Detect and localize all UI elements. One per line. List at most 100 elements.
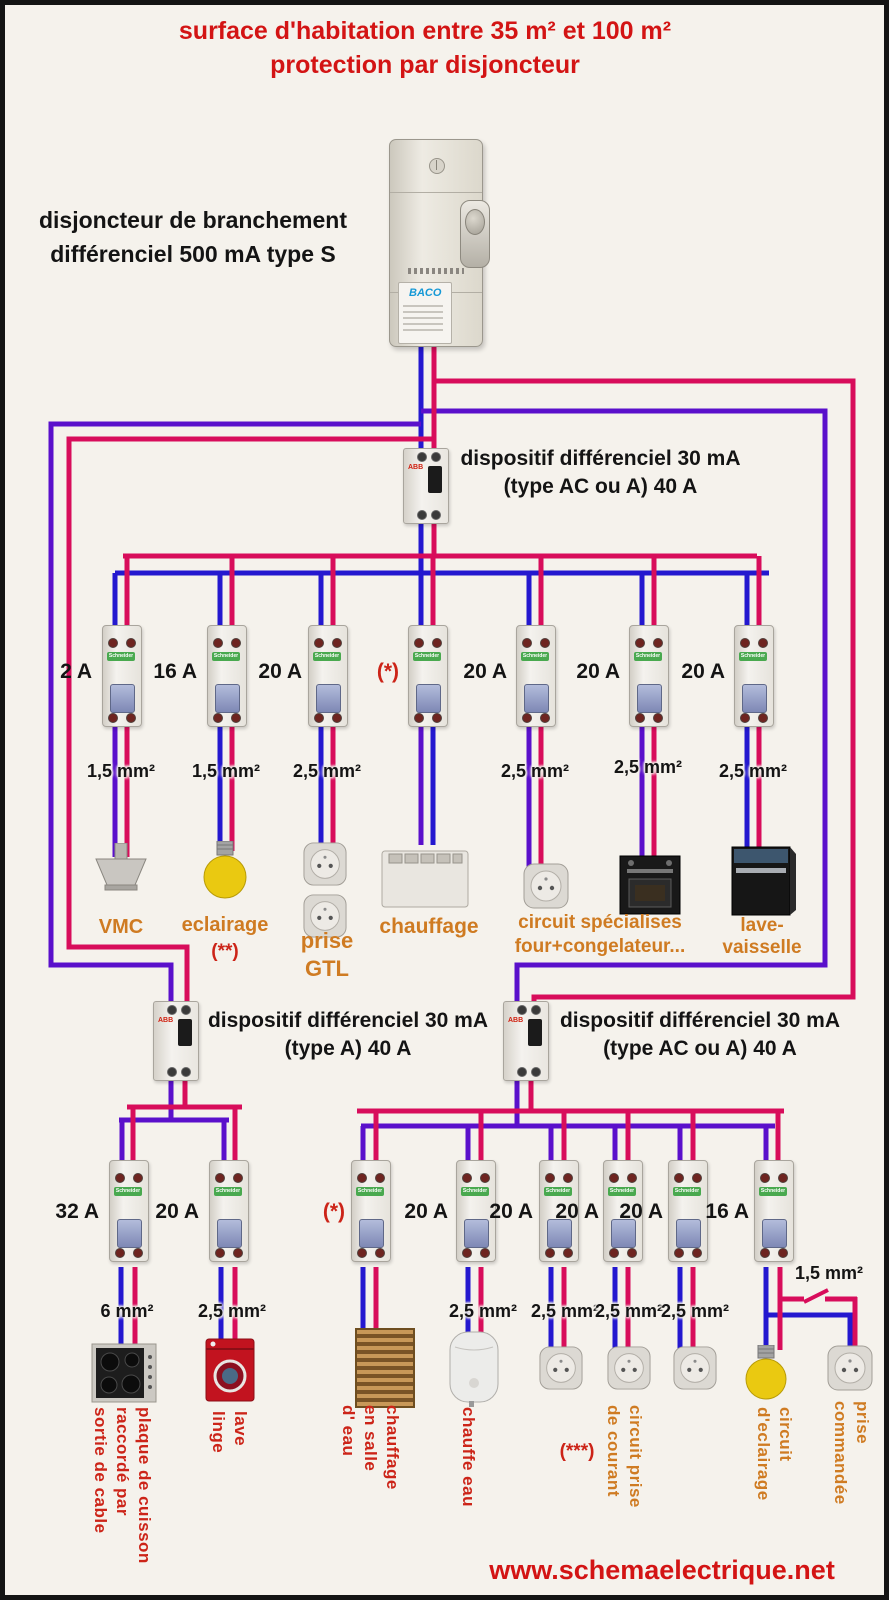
circuit-breaker: Schneider	[209, 1160, 249, 1262]
brand-stripe: Schneider	[461, 1187, 489, 1196]
amp-rating: 16 A	[705, 1200, 749, 1223]
brand-stripe: Schneider	[759, 1187, 787, 1196]
website-link[interactable]: www.schemaelectrique.net	[489, 1555, 835, 1585]
brand-stripe: Schneider	[313, 652, 341, 661]
terminal	[181, 1067, 191, 1077]
terminal	[357, 1248, 367, 1258]
brand-stripe: Schneider	[521, 652, 549, 661]
dd3-label-line2: (type AC ou A) 40 A	[603, 1037, 797, 1060]
circuit-label-plaque-cuisson: plaque de cuisson raccordé par sortie de…	[89, 1407, 155, 1564]
label-line: plaque de cuisson	[135, 1407, 154, 1564]
terminal	[692, 1248, 702, 1258]
terminal	[167, 1067, 177, 1077]
brand-stripe: Schneider	[413, 652, 441, 661]
terminal	[740, 713, 750, 723]
differential-switch-1: ABB	[403, 448, 449, 524]
terminal	[740, 638, 750, 648]
terminal	[417, 452, 427, 462]
amp-rating: 20 A	[555, 1200, 599, 1223]
brand-stripe: Schneider	[107, 652, 135, 661]
main-breaker-handle	[460, 200, 490, 268]
label-line: linge	[209, 1411, 228, 1454]
towel-radiator-icon	[355, 1328, 415, 1408]
main-breaker-label: disjoncteur de branchement différenciel …	[7, 203, 379, 271]
heater-panel-icon	[381, 848, 469, 915]
wire-size-label: 2,5 mm²	[530, 1301, 600, 1321]
label-line: chauffe eau	[459, 1407, 478, 1507]
circuit-breaker: Schneider	[456, 1160, 496, 1262]
circuit-breaker: Schneider	[668, 1160, 708, 1262]
circuit-breaker: Schneider	[308, 625, 348, 727]
label-line: vaisselle	[722, 937, 802, 958]
breaker-lever	[742, 684, 767, 713]
socket-icon	[539, 1345, 583, 1396]
label-line: lave	[231, 1411, 250, 1447]
panel-seam	[390, 192, 482, 193]
terminal	[531, 1067, 541, 1077]
terminal	[653, 713, 663, 723]
terminal	[314, 713, 324, 723]
wire-size-label-switched: 1,5 mm²	[794, 1263, 864, 1283]
terminal	[133, 1173, 143, 1183]
label-line: sortie de cable	[91, 1407, 110, 1534]
terminal	[357, 1173, 367, 1183]
brand-logo: BACO	[409, 287, 442, 299]
terminal	[314, 638, 324, 648]
terminal	[653, 638, 663, 648]
terminal	[563, 1173, 573, 1183]
label-line: raccordé par	[113, 1407, 132, 1516]
breaker-lever	[637, 684, 662, 713]
vent-slots	[408, 268, 464, 274]
brand-stripe: Schneider	[608, 1187, 636, 1196]
circuit-label-lave-linge: lave linge	[207, 1411, 251, 1453]
circuit-label-prise-commandee: prise commandée	[829, 1401, 873, 1505]
amp-rating-note: (*)	[322, 1200, 345, 1223]
terminal	[760, 1173, 770, 1183]
terminal	[332, 638, 342, 648]
bulb-icon	[745, 1344, 787, 1406]
label-line: chauffage	[383, 1405, 402, 1490]
brand-stripe: Schneider	[114, 1187, 142, 1196]
socket-icon	[827, 1345, 873, 1396]
main-breaker-label-line1: disjoncteur de branchement	[38, 207, 347, 233]
terminal	[115, 1173, 125, 1183]
circuit-breaker: Schneider	[629, 625, 669, 727]
toggle-lever	[428, 466, 442, 493]
label-line: lave-	[740, 915, 784, 936]
note-prises: (***)	[559, 1441, 595, 1462]
label-line: d' eau	[339, 1405, 358, 1457]
water-heater-icon	[447, 1331, 501, 1412]
terminal	[108, 638, 118, 648]
wiring-layer	[48, 345, 858, 1350]
brand-stripe: Schneider	[673, 1187, 701, 1196]
wire-size-label: 2,5 mm²	[613, 757, 683, 777]
terminal	[167, 1005, 177, 1015]
label-line: prise	[853, 1401, 872, 1445]
terminal	[522, 638, 532, 648]
breaker-lever	[762, 1219, 787, 1248]
circuit-label-chauffage: chauffage	[379, 915, 479, 938]
brand-logo: ABB	[508, 1017, 524, 1024]
terminal	[233, 1248, 243, 1258]
breaker-lever	[215, 684, 240, 713]
breaker-lever	[110, 684, 135, 713]
terminal	[115, 1248, 125, 1258]
amp-rating: 20 A	[576, 660, 620, 683]
socket-icon	[303, 841, 347, 892]
toggle-lever	[528, 1019, 542, 1046]
terminal	[609, 1173, 619, 1183]
terminal	[540, 713, 550, 723]
terminal	[231, 713, 241, 723]
vmc-hood-icon	[93, 842, 149, 906]
label-line: four+congelateur...	[514, 936, 686, 957]
breaker-lever	[117, 1219, 142, 1248]
label-line: circuit spécialises	[518, 912, 682, 933]
terminal	[635, 638, 645, 648]
circuit-breaker: Schneider	[516, 625, 556, 727]
breaker-lever	[464, 1219, 489, 1248]
brand-stripe: Schneider	[634, 652, 662, 661]
terminal	[635, 713, 645, 723]
circuit-breaker: Schneider	[539, 1160, 579, 1262]
circuit-label-lave-vaisselle: lave- vaisselle	[715, 915, 809, 959]
